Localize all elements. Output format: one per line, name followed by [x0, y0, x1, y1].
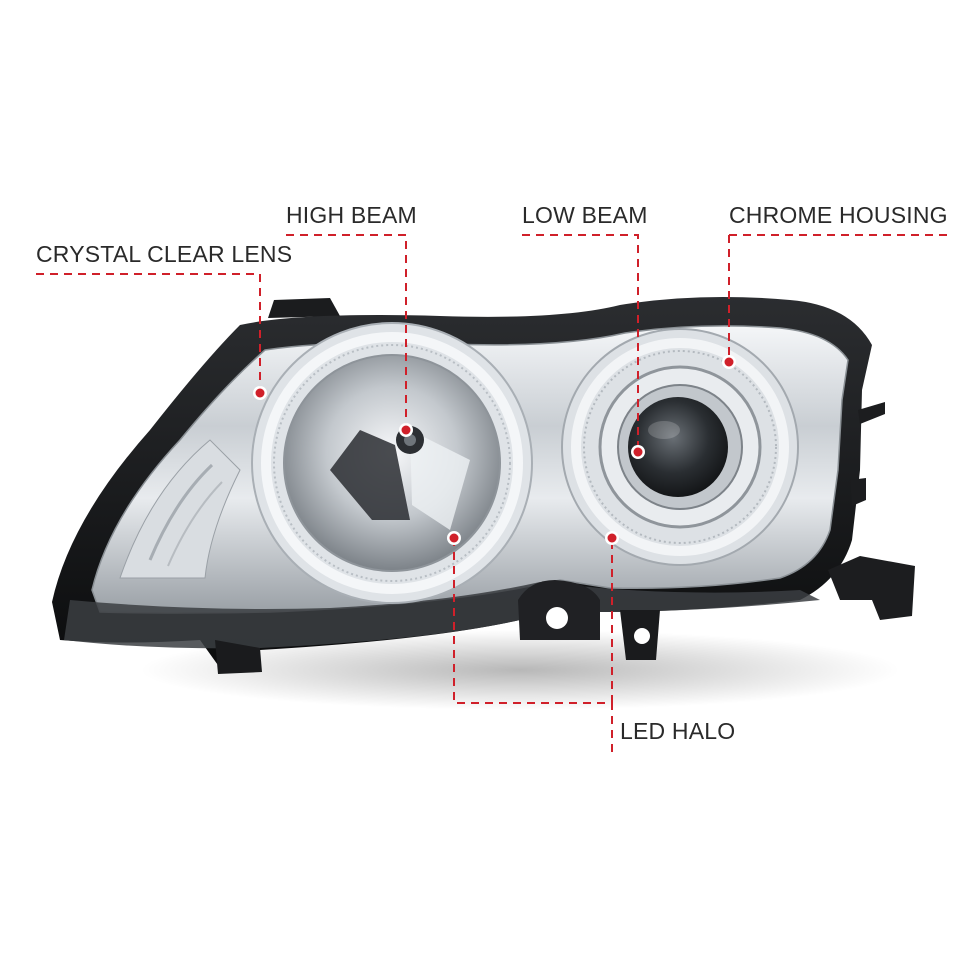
- mount-tab-left: [268, 298, 340, 318]
- callout-label-low-beam: LOW BEAM: [522, 202, 648, 228]
- floor-shadow: [140, 630, 900, 710]
- lower-lens-strip: [64, 582, 820, 649]
- callout-label-high-beam: HIGH BEAM: [286, 202, 417, 228]
- callout-dot-high-beam: [399, 423, 413, 437]
- callout-dot-crystal-clear-lens: [253, 386, 267, 400]
- bottom-mount-left: [215, 640, 262, 674]
- callout-line-led-halo: [453, 538, 613, 758]
- callout-dot-led-halo-right: [605, 531, 619, 545]
- callout-label-crystal-clear-lens: CRYSTAL CLEAR LENS: [36, 241, 293, 267]
- callout-line-chrome-housing: [728, 234, 952, 360]
- callout-lines: [36, 234, 952, 758]
- callout-dot-low-beam: [631, 445, 645, 459]
- callout-line-high-beam: [286, 234, 407, 430]
- callout-line-low-beam: [522, 234, 639, 452]
- callout-line-crystal-clear-lens: [36, 273, 261, 393]
- callout-label-led-halo: LED HALO: [620, 718, 736, 744]
- callout-label-chrome-housing: CHROME HOUSING: [729, 202, 948, 228]
- corner-reflector: [119, 439, 241, 579]
- callout-dot-chrome-housing: [722, 355, 736, 369]
- high-beam-assembly: [251, 322, 533, 604]
- callout-dot-led-halo-left: [447, 531, 461, 545]
- callout-dots: [253, 355, 736, 545]
- low-beam-assembly: [561, 328, 799, 566]
- side-bracket: [828, 556, 915, 620]
